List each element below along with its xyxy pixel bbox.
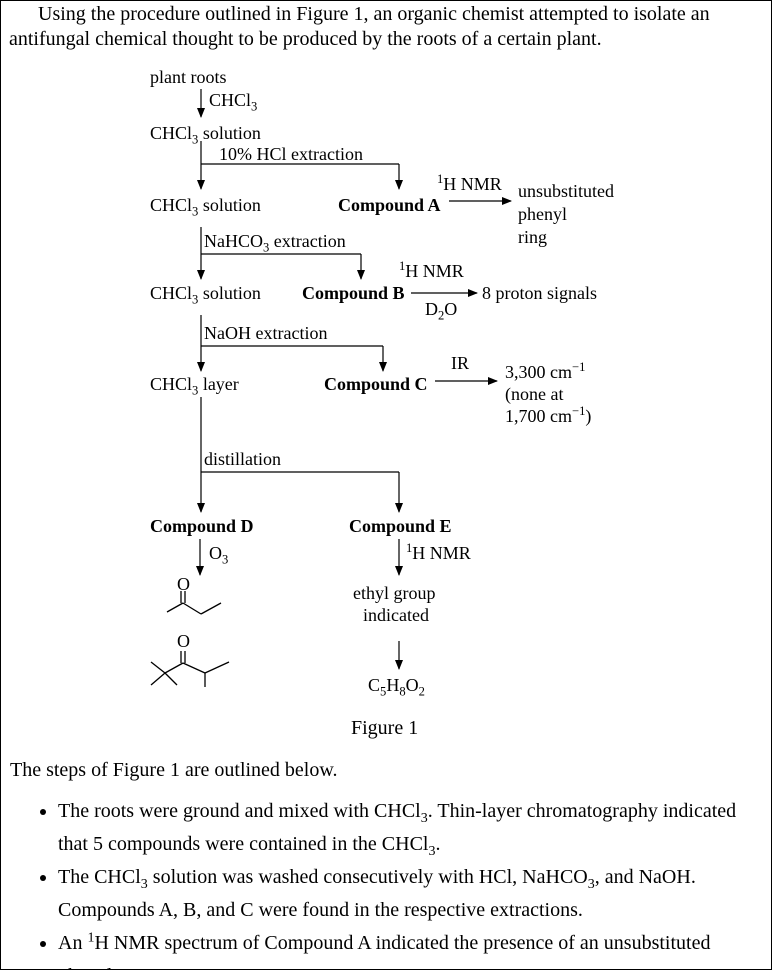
hcl-extraction-label: 10% HCl extraction [219,144,363,164]
ethyl-line1: ethyl group [353,583,436,603]
result-a-line3: ring [518,227,547,247]
chcl3-reagent-label: CHCl3 [209,90,257,113]
ir-label: IR [451,353,469,373]
sub-3: 3 [192,204,199,219]
step-text: , and NaOH. Compounds A, B, and C were f… [58,866,696,921]
nmr-text: H NMR [405,261,464,281]
ethyl-line2: indicated [363,605,429,625]
step-text: An [58,932,88,954]
o3-label: O3 [209,543,228,566]
sub-3: 3 [263,240,270,255]
chcl3-solution-1: CHCl3 solution [150,123,261,146]
formula-c-count: 5 [380,684,387,699]
steps-intro: The steps of Figure 1 are outlined below… [10,759,338,781]
step-item: An 1H NMR spectrum of Compound A indicat… [58,927,761,969]
nmr-label-e: 1H NMR [406,541,471,563]
naoh-extraction-label: NaOH extraction [204,323,328,343]
chcl3-text: CHCl [150,123,193,143]
compound-c: Compound C [324,374,428,394]
chcl3-text: CHCl [150,195,193,215]
step-text: The CHCl [58,866,141,888]
steps-list: The roots were ground and mixed with CHC… [1,795,761,969]
chcl3-solution-2: CHCl3 solution [150,195,261,218]
compound-d: Compound D [150,516,254,536]
nahco3-text: NaHCO [204,231,263,251]
oxygen-atom-2: O [177,631,190,651]
figure-caption: Figure 1 [351,717,419,739]
nmr-text: H NMR [443,174,502,194]
ketone-structure-2 [150,651,230,687]
sub-3: 3 [251,99,258,114]
result-b: 8 proton signals [482,283,597,303]
sub-3: 3 [140,877,148,892]
d2o-label: D2O [425,299,458,322]
distillation-label: distillation [204,449,282,469]
paren: ) [585,406,592,426]
o-text: O [209,543,222,563]
nmr-label-b: 1H NMR [399,259,464,281]
chcl3-text: CHCl [150,374,193,394]
ketone-structure-1 [166,591,222,615]
step-text: . [435,833,441,855]
result-c-text: 3,300 cm [505,362,572,382]
nmr-sup: 1 [437,172,444,186]
d-text: D [425,299,438,319]
plant-roots-label: plant roots [150,67,227,87]
chcl3-layer: CHCl3 layer [150,374,239,397]
solution-word: solution [202,123,261,143]
formula-o: O [405,675,419,695]
sub-3: 3 [587,877,595,892]
formula-c5h8o2: C5H8O2 [368,675,425,698]
step-text: H NMR spectrum of Compound A indicated t… [58,932,711,969]
sub-3: 3 [222,552,229,567]
step-item: The CHCl3 solution was washed consecutiv… [58,861,761,927]
nmr-label-a: 1H NMR [437,172,502,194]
sub-3: 3 [192,292,199,307]
result-c-line3: 1,700 cm−1) [505,404,592,426]
sub-3: 3 [428,844,436,859]
result-a-line2: phenyl [518,204,567,224]
nmr-sup: 1 [87,930,95,946]
figure-1: plant roots CHCl3 CHCl3 solution 10% HCl… [1,61,771,711]
step-text: . Thin-layer chromatography indicated th… [58,800,737,855]
result-c-text: 1,700 cm [505,406,572,426]
sub-3: 3 [192,383,199,398]
extraction-word: extraction [273,231,346,251]
chcl3-text: CHCl [150,283,193,303]
sub-3: 3 [192,132,199,147]
nmr-text: H NMR [412,543,471,563]
cm-sup: −1 [572,404,586,418]
sub-2: 2 [438,308,445,323]
cm-sup: −1 [572,360,586,374]
step-text: The roots were ground and mixed with CHC… [58,800,421,822]
sub-3: 3 [420,811,428,826]
compound-e: Compound E [349,516,452,536]
intro-paragraph: Using the procedure outlined in Figure 1… [9,3,710,50]
chcl3-solution-3: CHCl3 solution [150,283,261,306]
solution-word: solution [202,283,261,303]
step-item: The roots were ground and mixed with CHC… [58,795,761,861]
formula-o-count: 2 [418,684,425,699]
formula-c: C [368,675,381,695]
o-text: O [444,299,458,319]
formula-h-count: 8 [399,684,406,699]
nahco3-extraction-label: NaHCO3 extraction [204,231,346,254]
layer-word: layer [202,374,239,394]
result-a-line1: unsubstituted [518,181,615,201]
solution-word: solution [202,195,261,215]
result-c-line2: (none at [505,384,564,404]
nmr-sup: 1 [399,259,406,273]
oxygen-atom-1: O [177,574,190,594]
formula-h: H [386,675,400,695]
step-text: solution was washed consecutively with H… [147,866,588,888]
nmr-sup: 1 [406,541,413,555]
compound-a: Compound A [338,195,441,215]
chcl3-text: CHCl [209,90,252,110]
compound-b: Compound B [302,283,405,303]
flowchart-lines [150,89,512,687]
result-c-line1: 3,300 cm−1 [505,360,586,382]
